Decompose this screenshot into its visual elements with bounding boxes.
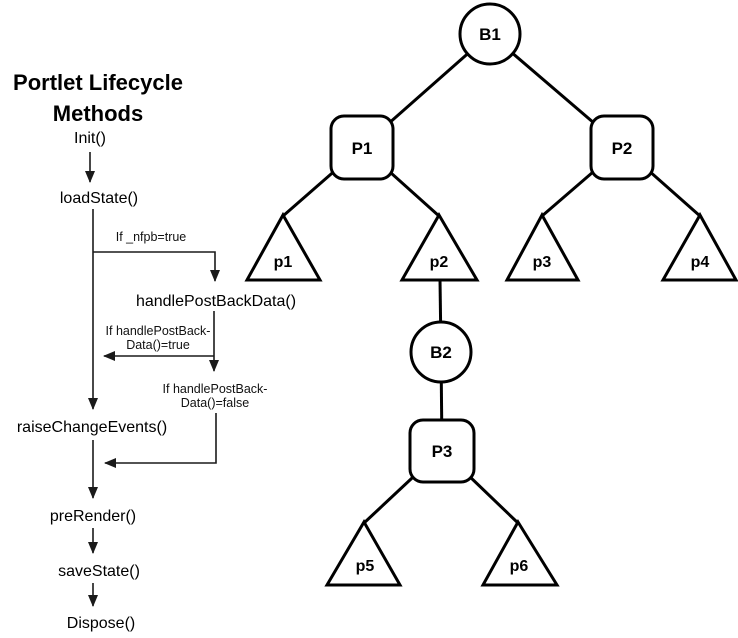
- node-p2-label: P2: [612, 139, 633, 158]
- step-init: Init(): [74, 130, 106, 147]
- node-p1-square: [329, 114, 395, 181]
- leaf-p2-triangle: [399, 211, 480, 282]
- leaf-p4-label: p4: [691, 254, 710, 271]
- step-savestate: saveState(): [58, 563, 140, 580]
- leaf-p1-triangle: [244, 211, 323, 282]
- leaf-p5-label: p5: [356, 558, 375, 575]
- node-b1-label: B1: [479, 25, 501, 44]
- leaf-p6-triangle: [480, 519, 560, 587]
- node-p3-square: [408, 418, 476, 484]
- node-p1-label: P1: [352, 139, 373, 158]
- step-loadstate: loadState(): [59, 190, 139, 207]
- branch-nfpb-true-to-handlepostback: [93, 251, 220, 282]
- leaf-p3-triangle: [504, 211, 581, 282]
- leaf-p1-label: p1: [274, 254, 293, 271]
- tree-nodes: B1 P1 P2 p1 p2 p3 p4 B2 P3 p5 p6: [244, 2, 738, 587]
- node-b2-circle: [409, 320, 473, 384]
- condition-nfpb-true: If _nfpb=true: [115, 230, 187, 244]
- tree-edges: [282, 32, 701, 525]
- step-raisechangeevents: raiseChangeEvents(): [16, 419, 168, 436]
- step-dispose: Dispose(): [66, 615, 136, 632]
- node-b1-circle: [458, 2, 522, 66]
- leaf-p5-triangle: [324, 519, 403, 587]
- diagram-title: Portlet Lifecycle Methods: [13, 70, 183, 126]
- lifecycle-flow-lines: [85, 152, 220, 607]
- node-b2-label: B2: [430, 343, 452, 362]
- step-prerender: preRender(): [49, 508, 137, 525]
- branch-postback-false-to-mainline: [104, 413, 217, 468]
- leaf-p2-label: p2: [430, 254, 449, 271]
- node-p3-label: P3: [432, 442, 453, 461]
- step-handlepostbackdata: handlePostBackData(): [135, 293, 297, 310]
- condition-postback-true: If handlePostBack- Data()=true: [105, 324, 211, 352]
- leaf-p3-label: p3: [533, 254, 552, 271]
- condition-postback-false: If handlePostBack- Data()=false: [162, 382, 268, 410]
- leaf-p4-triangle: [660, 211, 738, 282]
- leaf-p6-label: p6: [510, 558, 529, 575]
- node-p2-square: [589, 114, 655, 181]
